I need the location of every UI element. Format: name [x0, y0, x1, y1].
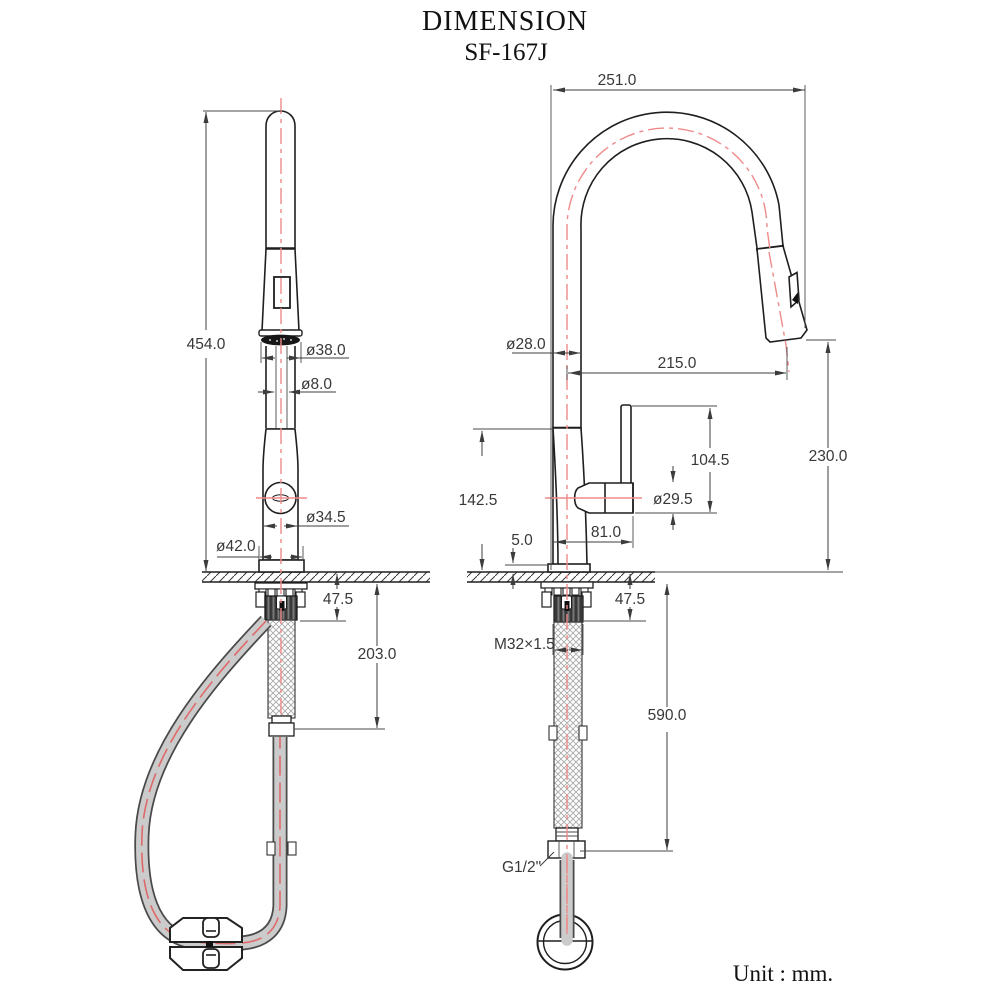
dim-label-body-diameter: ø34.5 — [306, 509, 346, 526]
dim-label-body-height: 142.5 — [459, 492, 498, 509]
dim-handle-diameter: ø29.5 — [653, 466, 693, 530]
hose-counterweight — [169, 917, 243, 971]
unit-note: Unit : mm. — [733, 961, 833, 986]
dim-handle-reach: 81.0 — [554, 516, 634, 548]
dim-spout-diameter: ø28.0 — [506, 336, 581, 356]
side-countertop — [467, 571, 843, 583]
dim-under-counter-hose: 203.0 — [294, 583, 397, 730]
dim-label-overall-height: 454.0 — [187, 336, 226, 353]
hose-connector — [268, 722, 295, 737]
dim-base-offset: 5.0 — [505, 532, 549, 589]
dim-spout-reach: 215.0 — [566, 347, 788, 380]
side-base-flange — [547, 563, 591, 573]
dim-label-supply-hose-length: 590.0 — [648, 707, 687, 724]
dim-hose-diameter: ø8.0 — [258, 376, 336, 395]
side-view: 251.0 ø28.0 215.0 104.5 — [457, 72, 848, 971]
dim-label-connector-thread: G1/2" — [502, 859, 541, 876]
dim-label-handle-diameter: ø29.5 — [653, 491, 693, 508]
hose-clip — [287, 841, 297, 856]
front-view: 454.0 ø38.0 ø8.0 ø34.5 — [134, 98, 430, 971]
dim-label-base-diameter: ø42.0 — [216, 538, 256, 555]
front-hose-loop — [134, 615, 297, 952]
spray-head-button — [273, 276, 291, 309]
dim-label-hose-diameter: ø8.0 — [301, 376, 332, 393]
side-centerline — [566, 127, 771, 930]
dim-label-overall-reach: 251.0 — [598, 72, 637, 89]
head-centerline — [768, 251, 790, 373]
handle-lever — [620, 404, 632, 486]
page-title: DIMENSION — [422, 6, 588, 37]
dim-label-side-deck-thickness: 47.5 — [615, 591, 645, 608]
dim-body-height: 142.5 — [457, 428, 553, 571]
dim-label-spout-tip-height: 230.0 — [809, 448, 848, 465]
dim-label-shank-thread: M32×1.5 — [494, 636, 555, 653]
dim-front-deck-thickness: 47.5 — [300, 573, 354, 622]
inner-hose-lines — [275, 346, 288, 428]
model-number: SF-167J — [464, 39, 548, 66]
dim-label-under-counter-hose: 203.0 — [358, 646, 397, 663]
dim-front-overall-height: 454.0 — [186, 110, 281, 572]
dim-overall-reach: 251.0 — [550, 72, 806, 570]
dim-spout-tip-height: 230.0 — [806, 339, 848, 571]
dim-handle-height: 104.5 — [632, 405, 731, 514]
dim-label-spout-diameter: ø28.0 — [506, 336, 546, 353]
dim-base-diameter: ø42.0 — [216, 538, 304, 560]
dim-label-spout-reach: 215.0 — [658, 355, 697, 372]
dim-connector-thread: G1/2" — [502, 851, 555, 876]
dim-shank-thread: M32×1.5 — [494, 624, 584, 655]
dim-label-handle-height: 104.5 — [691, 452, 730, 469]
dim-supply-hose-length: 590.0 — [580, 583, 689, 852]
dim-side-deck-thickness: 47.5 — [584, 573, 647, 622]
front-countertop — [202, 571, 430, 583]
side-spray-head — [756, 245, 808, 343]
dim-label-base-offset: 5.0 — [511, 532, 533, 549]
dim-spray-head-diameter: ø38.0 — [260, 342, 349, 363]
dim-body-diameter: ø34.5 — [263, 509, 349, 529]
dim-label-handle-reach: 81.0 — [591, 524, 622, 541]
dim-label-spray-head-diameter: ø38.0 — [306, 342, 346, 359]
dim-label-front-deck-thickness: 47.5 — [323, 591, 353, 608]
